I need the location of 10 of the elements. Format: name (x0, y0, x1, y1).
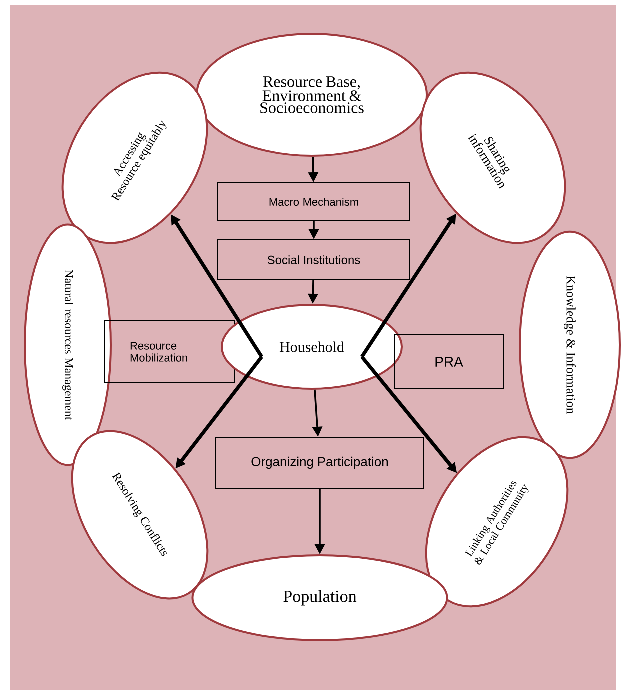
process-box: Organizing Participation (216, 437, 424, 489)
process-box: Social Institutions (218, 240, 410, 280)
ellipse-node: Population (192, 554, 448, 642)
ellipse-node: Natural resources Management (24, 224, 112, 466)
ellipse-node: Household (221, 304, 403, 390)
node-label: Knowledge & Information (564, 276, 576, 414)
ellipse-node: Resource Base, Environment & Socioeconomics (196, 33, 428, 157)
process-box: PRA (394, 334, 504, 390)
process-box: Macro Mechanism (218, 182, 410, 222)
ellipse-node: Knowledge & Information (519, 230, 621, 460)
